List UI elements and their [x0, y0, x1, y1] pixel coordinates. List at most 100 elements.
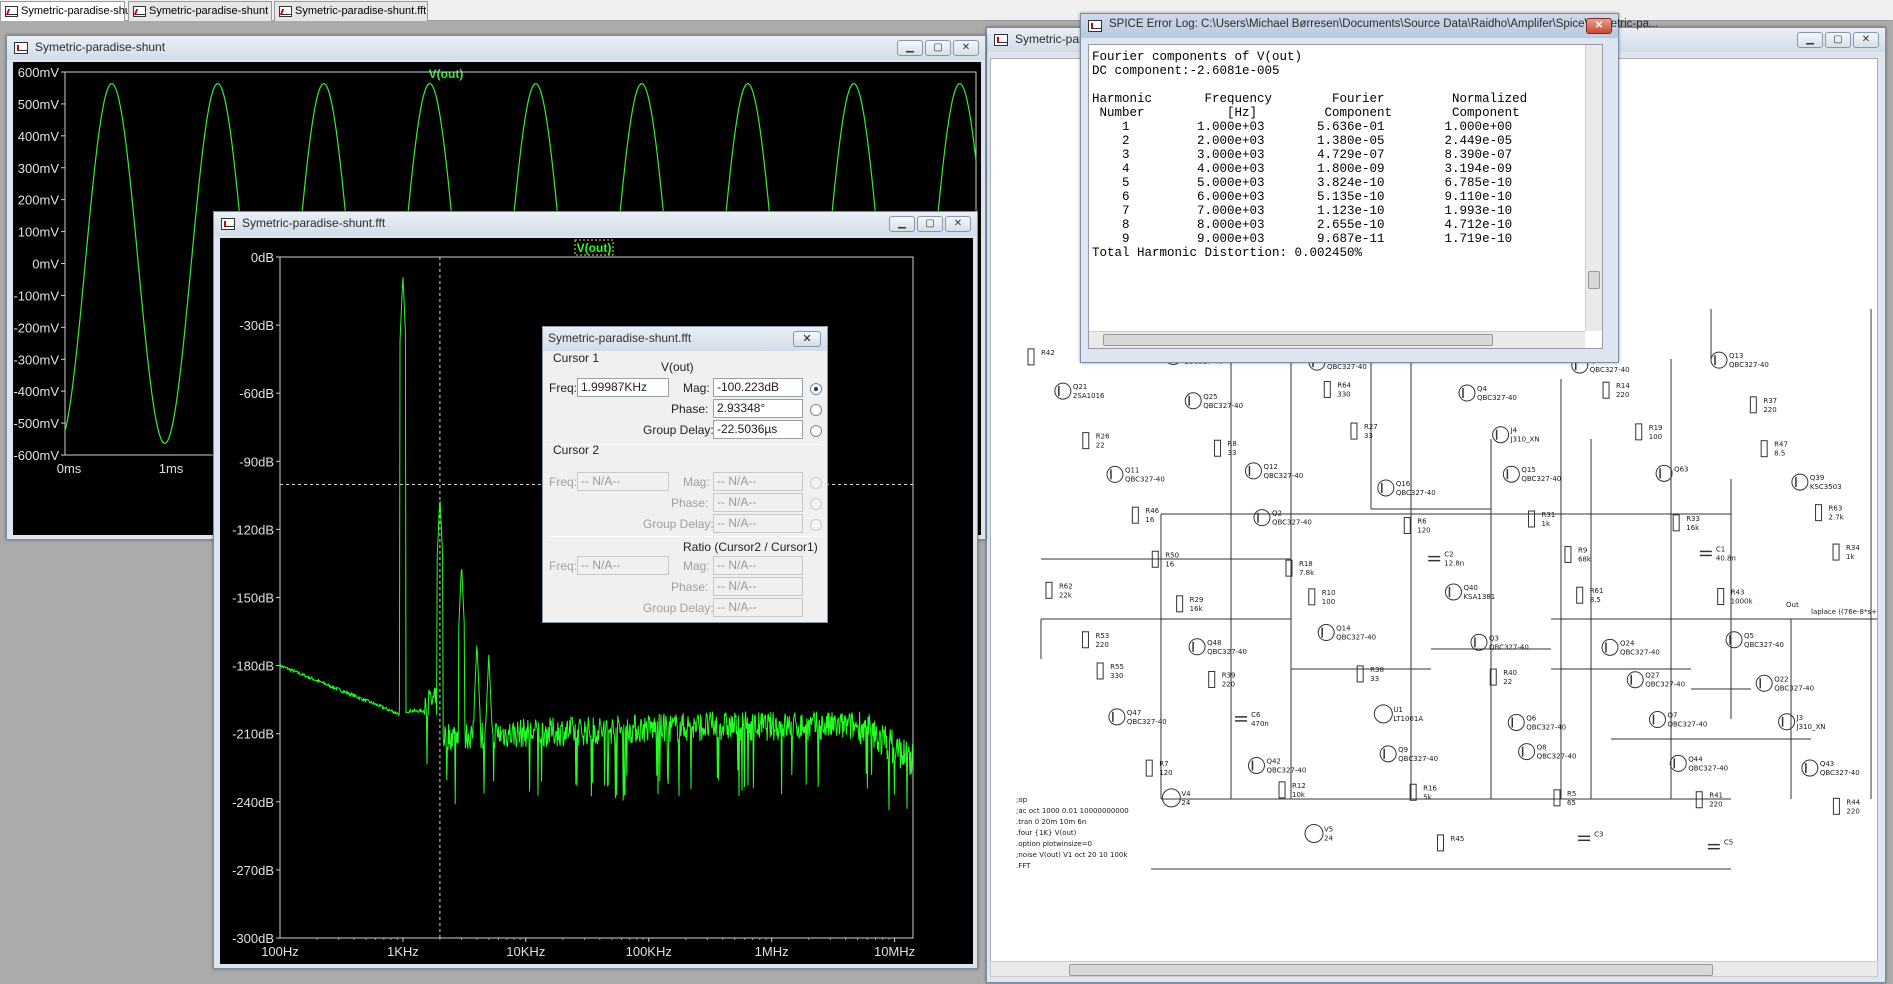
resistor-symbol	[1695, 791, 1703, 809]
window-title: Symetric-paradise-shunt.fft	[242, 216, 386, 230]
log-line: 3 3.000e+03 4.729e-07 8.390e-07	[1092, 148, 1513, 162]
part-ref: Q9	[1398, 746, 1408, 754]
log-line: 4 4.000e+03 1.800e-09 3.194e-09	[1092, 162, 1513, 176]
cursor2-freq-field: -- N/A--	[577, 472, 669, 491]
resistor-symbol	[1081, 631, 1089, 649]
scrollbar-thumb[interactable]	[1103, 334, 1493, 346]
scrollbar-thumb[interactable]	[1588, 271, 1600, 289]
part-value: KSC3503	[1810, 483, 1842, 491]
horizontal-scrollbar[interactable]	[1089, 331, 1585, 348]
tab-schematic[interactable]: Symetric-paradise-shunt	[128, 1, 272, 21]
log-line	[1092, 77, 1527, 91]
part-value: QBC327-40	[1667, 721, 1707, 729]
transient-title-bar[interactable]: Symetric-paradise-shunt ▁ ▢ ✕	[7, 36, 985, 60]
resistor-symbol	[1409, 783, 1417, 801]
separator	[549, 444, 821, 445]
x-tick-label: 10MHz	[874, 944, 915, 959]
transistor-symbol	[1184, 392, 1202, 410]
log-line: 6 6.000e+03 5.135e-10 9.110e-10	[1092, 190, 1513, 204]
part-ref: R16	[1423, 784, 1437, 792]
part-value: 120	[1159, 769, 1172, 777]
transistor-symbol	[1626, 671, 1644, 689]
cursor-dialog-title-bar[interactable]: Symetric-paradise-shunt.fft ✕	[543, 327, 827, 351]
close-button[interactable]: ✕	[953, 40, 979, 56]
maximize-button[interactable]: ▢	[917, 216, 943, 232]
part-value: QBC327-40	[1744, 641, 1784, 649]
cursor1-freq-field[interactable]: 1.99987KHz	[577, 378, 669, 397]
part-value: 8.5	[1774, 450, 1785, 458]
y-tick-label: 300mV	[18, 161, 60, 176]
part-ref: R19	[1649, 424, 1663, 432]
y-tick-label: 200mV	[18, 193, 60, 208]
x-tick-label: 1KHz	[387, 944, 419, 959]
part-ref: R26	[1096, 433, 1110, 441]
transistor-symbol	[1648, 711, 1666, 729]
y-tick-label: 100mV	[18, 225, 60, 240]
part-ref: R64	[1337, 381, 1351, 389]
tab-label: Symetric-paradise-shunt	[21, 5, 141, 17]
transistor-symbol	[1247, 756, 1265, 774]
maximize-button[interactable]: ▢	[1825, 32, 1851, 48]
schematic-icon	[994, 34, 1008, 46]
part-ref: Q25	[1203, 393, 1217, 401]
part-value: 220	[1095, 641, 1108, 649]
log-line: Total Harmonic Distortion: 0.002450%	[1092, 246, 1363, 260]
group-delay-label: Group Delay:	[643, 517, 714, 531]
cursor1-group-delay-field[interactable]: -22.5036µs	[713, 420, 803, 439]
y-tick-label: -210dB	[232, 727, 274, 742]
part-ref: Q22	[1774, 675, 1788, 683]
part-ref: Q12	[1263, 463, 1277, 471]
group-delay-radio	[810, 519, 822, 531]
cursor2-group-delay-field: -- N/A--	[713, 514, 803, 533]
part-value: QBC327-40	[1207, 648, 1247, 656]
resistor-symbol	[1096, 662, 1104, 680]
minimize-button[interactable]: ▁	[1797, 32, 1823, 48]
part-ref: Q6	[1526, 714, 1537, 722]
dialog-close-button[interactable]: ✕	[793, 331, 821, 347]
horizontal-scrollbar[interactable]	[990, 961, 1878, 977]
resistor-symbol	[1489, 668, 1497, 686]
transistor-symbol	[1377, 479, 1395, 497]
close-button[interactable]: ✕	[1853, 32, 1879, 48]
maximize-button[interactable]: ▢	[925, 40, 951, 56]
cursor1-mag-field[interactable]: -100.223dB	[713, 378, 803, 397]
resistor-symbol	[1350, 422, 1358, 440]
cursor-dialog[interactable]: Symetric-paradise-shunt.fft ✕ Cursor 1 V…	[542, 326, 828, 623]
part-ref: R5	[1567, 790, 1576, 798]
scrollbar-thumb[interactable]	[1069, 964, 1713, 976]
transistor-symbol	[1108, 708, 1126, 726]
y-tick-label: 0dB	[251, 250, 274, 265]
waveform-icon	[221, 218, 235, 230]
part-ref: R46	[1145, 507, 1159, 515]
error-log-title-bar[interactable]: SPICE Error Log: C:\Users\Michael Børres…	[1081, 14, 1659, 38]
part-ref: J3	[1796, 714, 1804, 722]
fft-plot: V(out)0dB-30dB-60dB-90dB-120dB-150dB-180…	[232, 239, 915, 959]
part-value: QBC327-40	[1590, 366, 1630, 374]
error-log-text-area[interactable]: Fourier components of V(out)DC component…	[1088, 44, 1603, 349]
cursor1-phase-field[interactable]: 2.93348°	[713, 399, 803, 418]
close-button[interactable]: ✕	[1586, 18, 1612, 34]
part-ref: R18	[1299, 560, 1313, 568]
close-button[interactable]: ✕	[945, 216, 971, 232]
tab-fft[interactable]: Symetric-paradise-shunt.fft	[274, 1, 428, 21]
vertical-scrollbar[interactable]	[1585, 45, 1602, 331]
part-value: 220	[1222, 680, 1235, 688]
resistor-symbol	[1208, 670, 1216, 688]
part-ref: C6	[1251, 711, 1261, 719]
part-ref: C3	[1594, 830, 1603, 838]
minimize-button[interactable]: ▁	[889, 216, 915, 232]
tab-label: Symetric-paradise-shunt	[149, 5, 269, 17]
resistor-symbol	[1176, 595, 1184, 613]
spice-error-log-window[interactable]: SPICE Error Log: C:\Users\Michael Børres…	[1080, 13, 1659, 363]
mag-radio[interactable]	[810, 383, 822, 395]
phase-radio[interactable]	[810, 404, 822, 416]
y-tick-label: 400mV	[18, 129, 60, 144]
transistor-symbol	[1253, 509, 1271, 527]
part-value: 100	[1649, 433, 1662, 441]
fft-title-bar[interactable]: Symetric-paradise-shunt.fft ▁ ▢ ✕	[214, 212, 977, 236]
tab-transient[interactable]: Symetric-paradise-shunt	[0, 1, 140, 21]
minimize-button[interactable]: ▁	[897, 40, 923, 56]
transistor-symbol	[1054, 382, 1072, 400]
group-delay-radio[interactable]	[810, 425, 822, 437]
resistor-symbol	[1285, 559, 1293, 577]
